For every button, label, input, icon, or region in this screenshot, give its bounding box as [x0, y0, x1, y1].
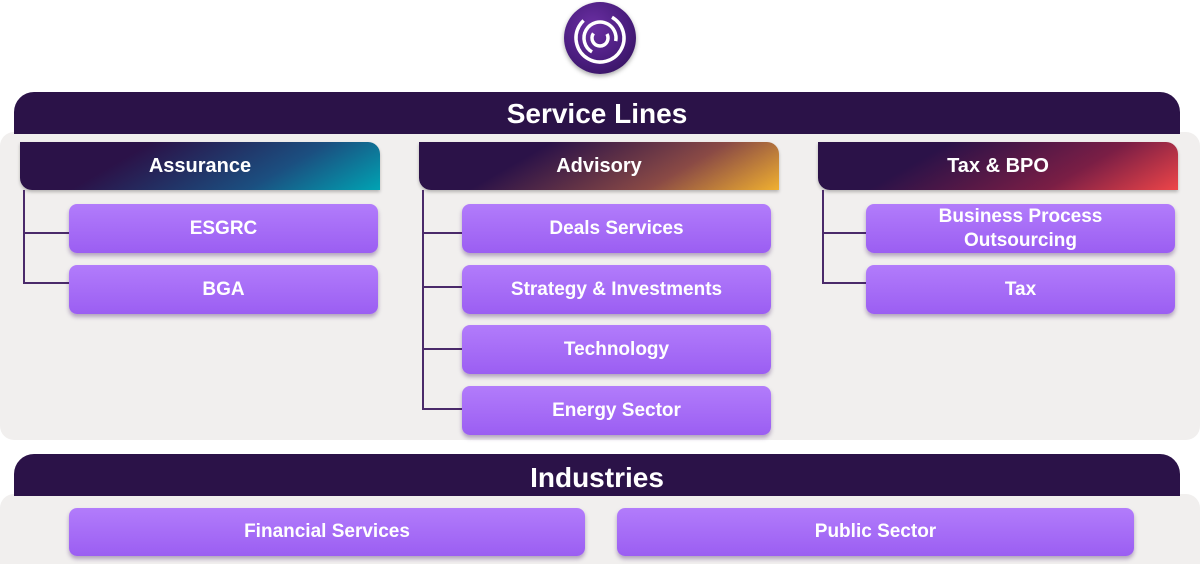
connector-tax-tax — [822, 282, 866, 284]
connector-advisory-strategy — [422, 286, 462, 288]
item-esgrc[interactable]: ESGRC — [69, 204, 378, 253]
item-deals-services[interactable]: Deals Services — [462, 204, 771, 253]
item-energy-sector[interactable]: Energy Sector — [462, 386, 771, 435]
connector-advisory-vertical — [422, 190, 424, 410]
item-financial-services[interactable]: Financial Services — [69, 508, 585, 556]
connector-assurance-bga — [23, 282, 69, 284]
spiral-logo-icon — [564, 2, 636, 74]
industries-title: Industries — [530, 462, 664, 493]
service-lines-header: Service Lines — [14, 92, 1180, 134]
connector-advisory-deals — [422, 232, 462, 234]
connector-assurance-vertical — [23, 190, 25, 284]
item-strategy-investments[interactable]: Strategy & Investments — [462, 265, 771, 314]
column-header-assurance: Assurance — [20, 142, 380, 190]
connector-tax-vertical — [822, 190, 824, 284]
item-technology[interactable]: Technology — [462, 325, 771, 374]
service-lines-title: Service Lines — [506, 98, 688, 129]
connector-advisory-energy — [422, 408, 462, 410]
column-header-tax-bpo: Tax & BPO — [818, 142, 1178, 190]
item-public-sector[interactable]: Public Sector — [617, 508, 1134, 556]
connector-assurance-esgrc — [23, 232, 69, 234]
item-tax[interactable]: Tax — [866, 265, 1175, 314]
connector-advisory-technology — [422, 348, 462, 350]
industries-header: Industries — [14, 454, 1180, 496]
item-bga[interactable]: BGA — [69, 265, 378, 314]
column-header-advisory: Advisory — [419, 142, 779, 190]
connector-tax-bpo — [822, 232, 866, 234]
item-business-process-outsourcing[interactable]: Business Process Outsourcing — [866, 204, 1175, 253]
